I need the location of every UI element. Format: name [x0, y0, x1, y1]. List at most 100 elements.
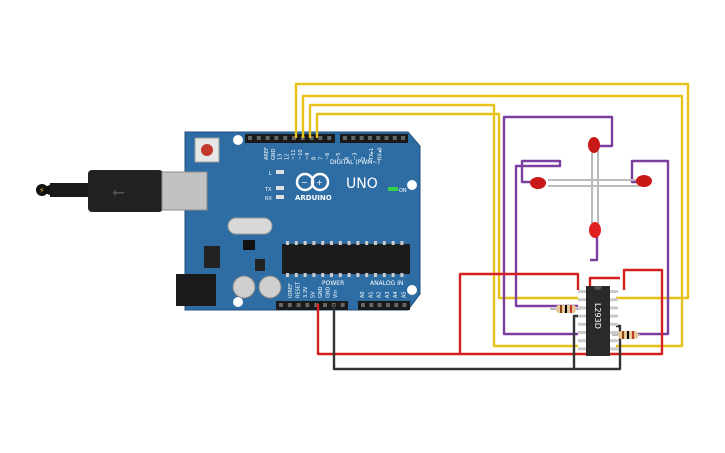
ic-body[interactable] [586, 286, 610, 356]
header-hole[interactable] [343, 136, 347, 140]
header-hole[interactable] [256, 136, 261, 140]
ic-pin[interactable] [608, 322, 618, 326]
ic-pin[interactable] [578, 298, 588, 302]
header-hole[interactable] [367, 136, 372, 140]
analog-header[interactable] [358, 301, 410, 310]
led-l-label: L [269, 171, 272, 177]
header-hole[interactable] [327, 136, 332, 140]
digital-header-right[interactable] [340, 134, 408, 143]
header-hole[interactable] [359, 136, 364, 140]
ic-label: L293D [593, 303, 602, 329]
header-hole[interactable] [292, 136, 296, 140]
wire-purple-led-top[interactable] [502, 115, 614, 336]
ic-pin[interactable] [608, 290, 618, 293]
header-hole[interactable] [318, 136, 323, 140]
header-hole[interactable] [323, 303, 327, 307]
header-hole[interactable] [377, 303, 382, 307]
ic-pin[interactable] [578, 322, 588, 326]
header-hole[interactable] [394, 303, 399, 307]
led-left[interactable] [530, 177, 546, 189]
power-pin-label: 3.3V [303, 286, 309, 298]
chip-pin [365, 241, 369, 245]
capacitor [232, 275, 256, 299]
svg-text:+: + [316, 178, 323, 187]
header-hole[interactable] [384, 136, 389, 140]
header-hole[interactable] [296, 303, 301, 307]
digital-pin-label: RX◂0 [378, 147, 384, 160]
header-hole[interactable] [305, 303, 310, 307]
board-model: UNO [346, 176, 378, 192]
wire-yellow-pin12[interactable] [294, 82, 690, 300]
wire-black-gnd[interactable] [332, 304, 578, 371]
header-hole[interactable] [369, 303, 374, 307]
wire-yellow-pin9[interactable] [315, 112, 578, 300]
ic-pin[interactable] [578, 306, 588, 310]
header-hole[interactable] [314, 303, 319, 307]
header-hole[interactable] [402, 303, 407, 307]
header-hole[interactable] [274, 136, 279, 140]
led-bottom[interactable] [589, 222, 601, 238]
wire-purple-led-bottom[interactable] [590, 232, 599, 262]
wire-red-5v[interactable] [316, 272, 580, 356]
chip-pin [312, 273, 316, 277]
header-hole[interactable] [340, 303, 345, 307]
header-hole[interactable] [309, 136, 314, 140]
digital-pin-label: 13 [278, 154, 284, 160]
ic-pin[interactable] [578, 347, 588, 351]
wire-black-gnd2[interactable] [574, 324, 622, 371]
digital-pin-label: AREF [264, 147, 270, 160]
chip-pin [347, 241, 351, 245]
led-right[interactable] [636, 175, 652, 187]
wire-purple-led-right[interactable] [616, 159, 670, 336]
crystal [227, 217, 273, 235]
power-header[interactable] [276, 301, 348, 310]
reset-button-cap[interactable] [201, 144, 213, 156]
header-hole[interactable] [287, 303, 292, 307]
led-l [276, 170, 284, 174]
header-hole[interactable] [361, 303, 365, 307]
led-rx-label: RX [265, 196, 272, 202]
ic-pin[interactable] [578, 314, 588, 318]
ic-pins [578, 290, 618, 351]
header-hole[interactable] [385, 303, 390, 307]
mount-hole [407, 180, 417, 190]
header-hole[interactable] [392, 136, 397, 140]
cable-body [50, 183, 90, 197]
power-label: POWER [322, 280, 344, 287]
analog-pin-label: A0 [360, 291, 366, 298]
digital-pin-label: ~5 [336, 153, 342, 160]
led-top[interactable] [588, 137, 600, 153]
resistors [550, 305, 640, 339]
wire-yellow-pin11[interactable] [301, 94, 684, 348]
ic-pin[interactable] [608, 314, 618, 318]
chip-pin [303, 273, 307, 277]
header-hole[interactable] [351, 136, 356, 140]
digital-header-left[interactable] [245, 134, 335, 143]
digital-pin-label: ~10 [298, 149, 304, 160]
wire-purple-led-left[interactable] [514, 159, 578, 308]
ic-pin[interactable] [608, 298, 618, 302]
digital-pin-label: 7 [318, 157, 324, 160]
ic-pin[interactable] [578, 331, 588, 334]
ic-pin[interactable] [608, 339, 618, 343]
header-hole[interactable] [376, 136, 381, 140]
chip-pin [391, 273, 395, 277]
usb-icon: ⭠ [112, 182, 125, 201]
power-pin-label: IOREF [288, 283, 294, 298]
header-hole[interactable] [279, 303, 283, 307]
ic-pin[interactable] [608, 331, 618, 334]
led-rx [276, 195, 284, 199]
header-hole[interactable] [248, 136, 252, 140]
wire-yellow-pin10[interactable] [308, 103, 578, 348]
chip-pin [294, 241, 298, 245]
analog-pin-label: A2 [377, 291, 383, 298]
header-hole[interactable] [265, 136, 270, 140]
ic-pin[interactable] [608, 347, 618, 351]
header-hole[interactable] [283, 136, 288, 140]
chip-pin [382, 241, 386, 245]
ic-pin[interactable] [608, 306, 618, 310]
header-hole[interactable] [401, 136, 406, 140]
ic-pin[interactable] [578, 339, 588, 343]
ic-pin[interactable] [578, 290, 588, 293]
